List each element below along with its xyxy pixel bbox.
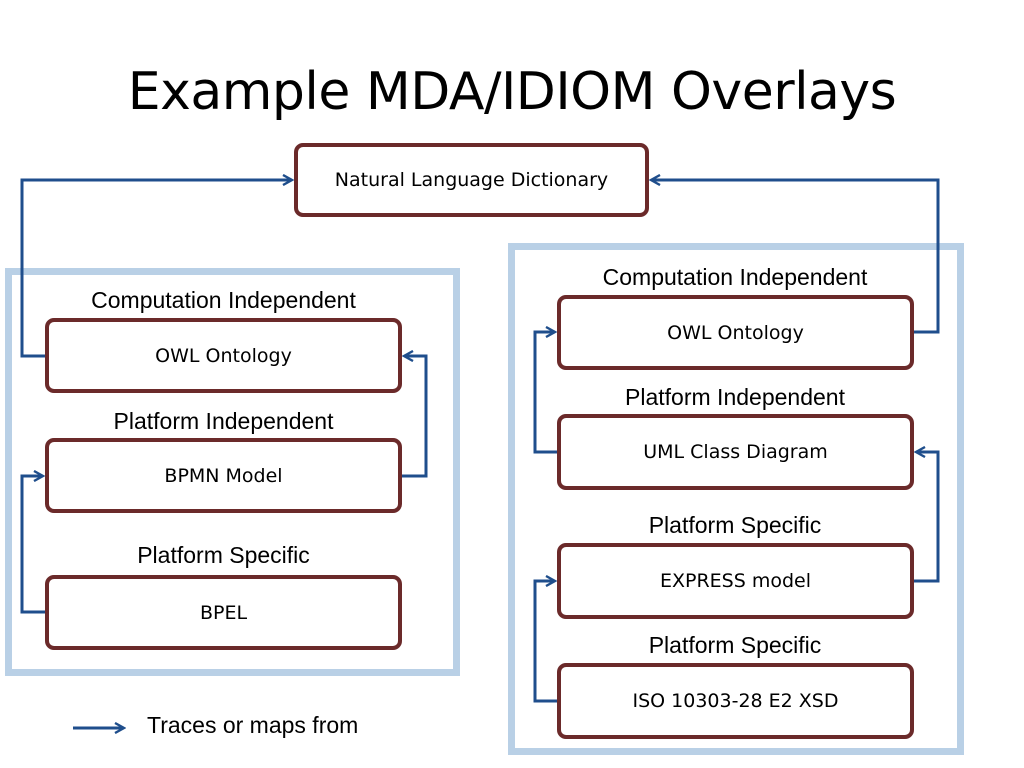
express-model-node: EXPRESS model [557, 543, 914, 619]
right-owl-ontology-node: OWL Ontology [557, 295, 914, 370]
uml-class-diagram-node: UML Class Diagram [557, 414, 914, 490]
iso-xsd-node: ISO 10303-28 E2 XSD [557, 663, 914, 739]
right-platform-specific-label-1: Platform Specific [648, 512, 822, 538]
natural-language-dictionary-node: Natural Language Dictionary [294, 143, 649, 217]
left-computation-independent-label: Computation Independent [91, 287, 356, 313]
page-title: Example MDA/IDIOM Overlays [127, 62, 897, 122]
bpel-node: BPEL [45, 575, 402, 650]
right-platform-independent-label: Platform Independent [625, 384, 845, 410]
right-computation-independent-label: Computation Independent [602, 264, 868, 290]
left-platform-specific-label: Platform Specific [137, 542, 310, 568]
legend-label: Traces or maps from [147, 712, 359, 738]
right-platform-specific-label-2: Platform Specific [648, 632, 822, 658]
left-owl-ontology-node: OWL Ontology [45, 318, 402, 393]
left-platform-independent-label: Platform Independent [113, 408, 334, 434]
bpmn-model-node: BPMN Model [45, 438, 402, 513]
